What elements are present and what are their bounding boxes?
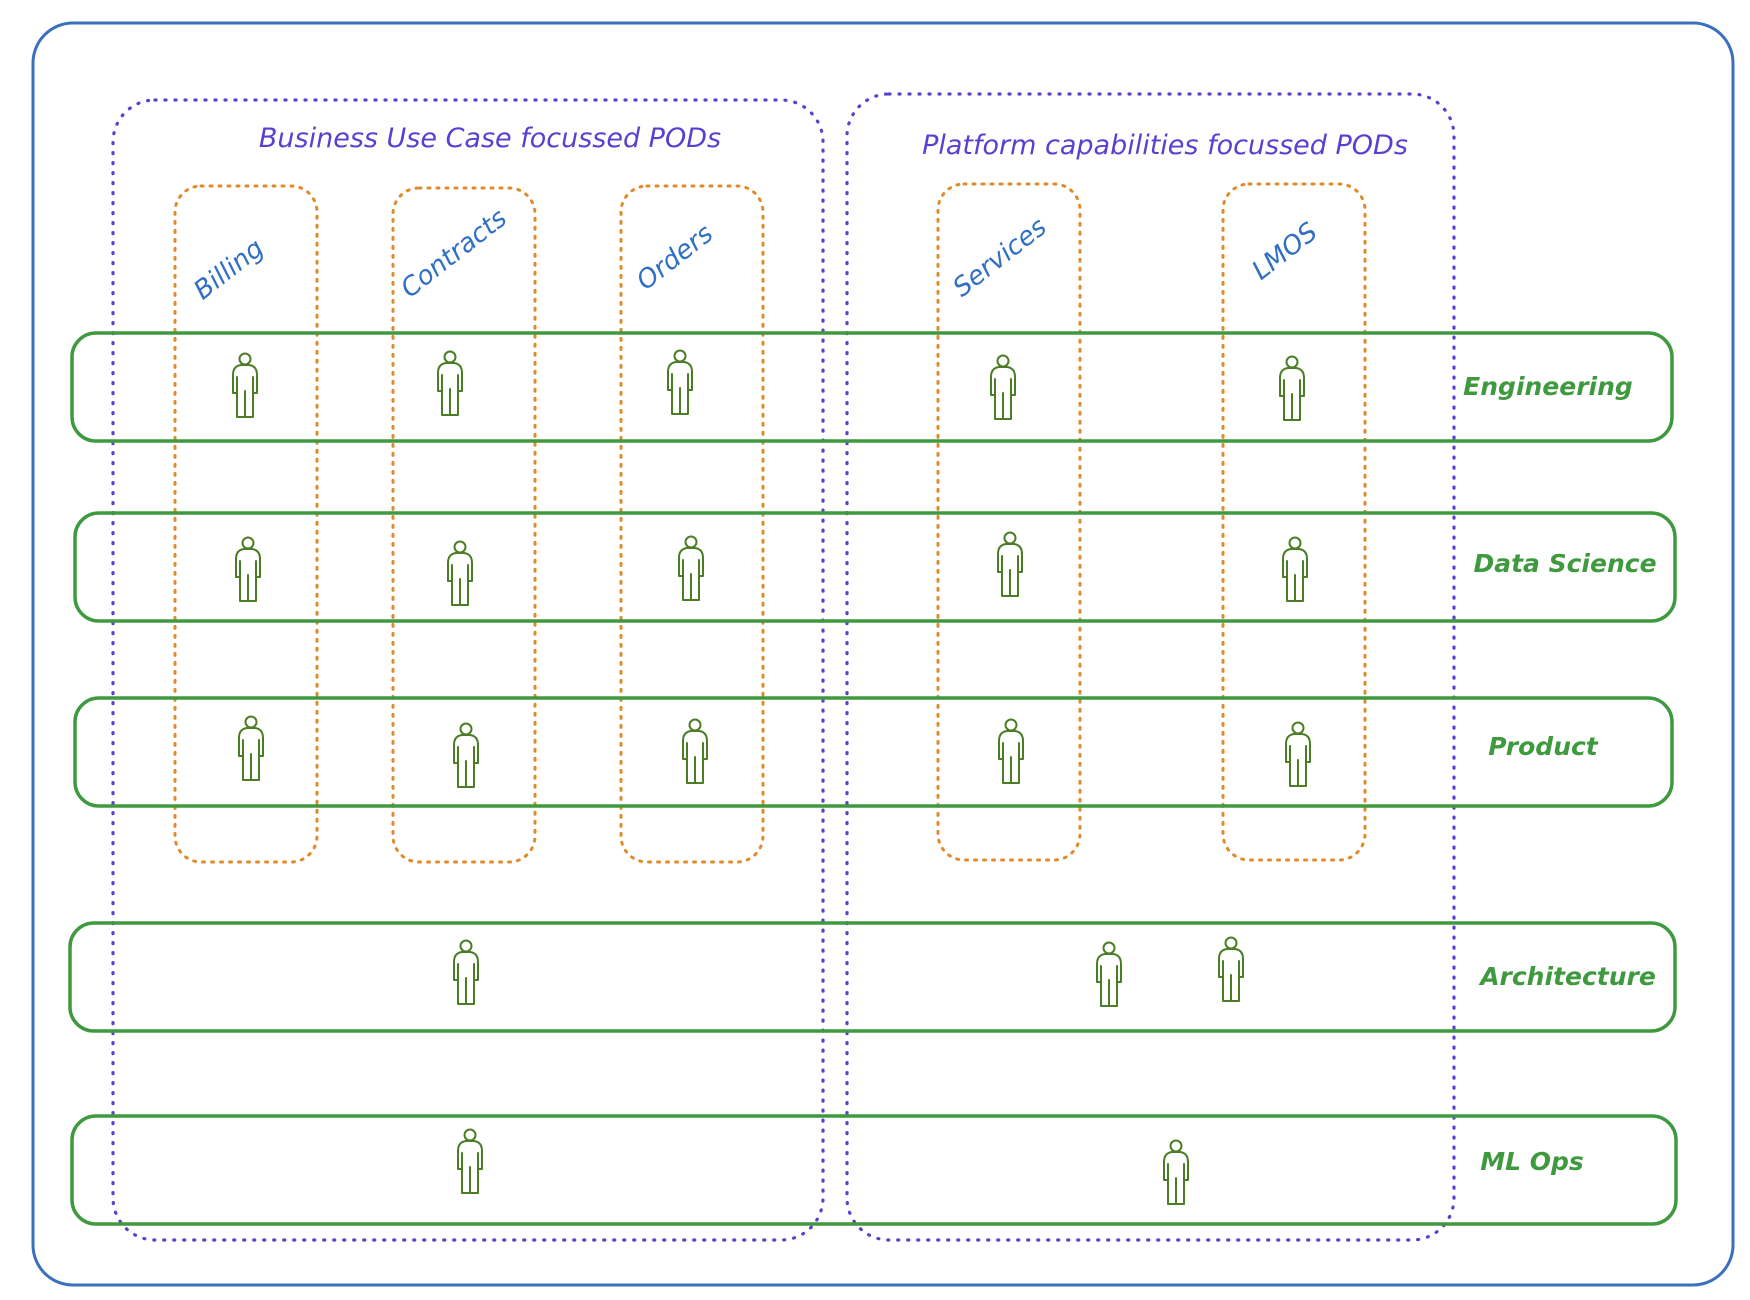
outer-frame [31, 21, 1735, 1287]
group-platform-title: Platform capabilities focussed PODs [922, 130, 1408, 161]
row-label-ml-ops: ML Ops [1480, 1147, 1584, 1176]
person-icon [453, 939, 479, 1005]
person-icon [1285, 721, 1311, 787]
group-platform-container [845, 92, 1456, 1242]
row-product [73, 696, 1674, 808]
pod-label-services: Services [948, 212, 1053, 303]
person-icon [1282, 536, 1308, 602]
group-business-container [111, 98, 825, 1242]
group-business-title: Business Use Case focussed PODs [259, 123, 721, 154]
person-icon [997, 531, 1023, 597]
pod-label-contracts: Contracts [395, 203, 512, 304]
pod-orders-column [619, 184, 765, 864]
person-icon [990, 354, 1016, 420]
person-icon [232, 352, 258, 418]
person-icon [453, 722, 479, 788]
row-ml-ops [70, 1114, 1678, 1226]
person-icon [437, 350, 463, 416]
person-icon [1096, 941, 1122, 1007]
person-icon [1218, 936, 1244, 1002]
pod-label-lmos: LMOS [1247, 217, 1324, 286]
people-layer [232, 349, 1311, 1205]
pod-label-billing: Billing [188, 233, 269, 306]
person-icon [457, 1128, 483, 1194]
person-icon [1163, 1139, 1189, 1205]
person-icon [238, 715, 264, 781]
row-data-science [73, 511, 1677, 623]
pod-label-orders: Orders [631, 219, 719, 297]
person-icon [678, 535, 704, 601]
pod-services-column [936, 182, 1082, 862]
person-icon [667, 349, 693, 415]
pod-billing-column [173, 184, 319, 864]
person-icon [998, 718, 1024, 784]
person-icon [447, 540, 473, 606]
person-icon [1279, 355, 1305, 421]
row-architecture [68, 921, 1677, 1033]
pod-lmos-column [1221, 182, 1367, 862]
row-label-data-science: Data Science [1473, 549, 1656, 578]
row-label-engineering: Engineering [1463, 372, 1633, 401]
pod-contracts-column [391, 186, 537, 864]
row-engineering [70, 331, 1674, 443]
person-icon [682, 718, 708, 784]
row-label-architecture: Architecture [1478, 962, 1656, 991]
person-icon [235, 536, 261, 602]
row-label-product: Product [1488, 732, 1599, 761]
